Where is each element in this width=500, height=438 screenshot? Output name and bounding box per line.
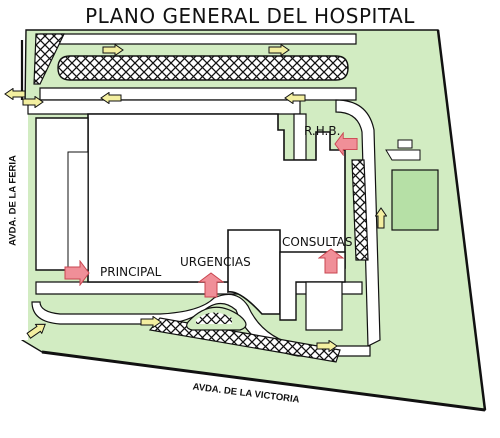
sports-field [391, 169, 439, 231]
east-path [385, 149, 421, 161]
consultas-lot [305, 281, 343, 331]
label-rhb: R.H.B. [304, 124, 341, 138]
map-title: PLANO GENERAL DEL HOSPITAL [85, 4, 415, 28]
urgencias-block [227, 229, 281, 315]
kiosk [397, 139, 413, 149]
roundabout-hatch [196, 312, 232, 324]
inner-courtyard [67, 151, 89, 271]
label-consultas: CONSULTAS [282, 235, 353, 249]
parking-island-top [57, 55, 349, 81]
east-boundary [436, 29, 487, 411]
parking-strip-east [351, 159, 369, 261]
label-principal: PRINCIPAL [100, 265, 162, 279]
label-urgencias: URGENCIAS [180, 255, 251, 269]
avenue-victoria-edge [41, 350, 486, 412]
street-avda-feria: AVDA. DE LA FERIA [7, 155, 19, 246]
parking-strip-nw [33, 33, 65, 85]
